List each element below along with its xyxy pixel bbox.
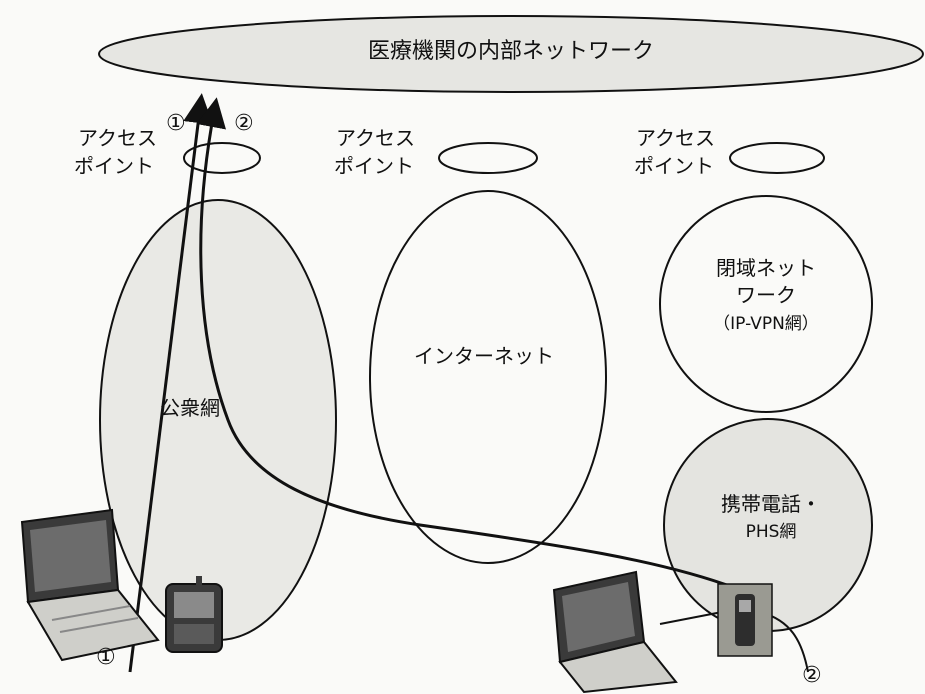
access-point-3-line2: ポイント [634, 154, 714, 178]
route-2-marker-bottom: ② [802, 663, 822, 688]
access-point-ellipse-1 [183, 142, 261, 174]
access-point-2-line2: ポイント [334, 154, 414, 178]
closed-network-label-line1: 閉域ネット [716, 256, 816, 280]
access-point-2-line1: アクセス [336, 126, 415, 150]
access-point-1-line2: ポイント [74, 154, 154, 178]
phone-left [165, 576, 223, 653]
closed-network-label-line3: （IP-VPN網） [713, 314, 819, 334]
internet-ellipse [369, 190, 607, 564]
mobile-network-label-line2: PHS網 [745, 522, 797, 542]
route-2-line [196, 97, 736, 590]
mobile-network-label-line1: 携帯電話・ [721, 492, 821, 516]
route-1-marker-top: ① [166, 111, 186, 136]
public-network-ellipse [99, 199, 337, 641]
laptop-to-phone-cable [659, 611, 723, 625]
access-point-ellipse-2 [438, 142, 538, 174]
internal-network-ellipse [98, 15, 924, 93]
public-network-label: 公衆網 [160, 396, 220, 420]
access-point-1-line1: アクセス [78, 126, 157, 150]
route-1-line [128, 93, 214, 673]
phone-right [717, 583, 773, 657]
laptop-left [20, 508, 160, 662]
route-2-marker-top: ② [234, 111, 254, 136]
route-1-marker-bottom: ① [96, 645, 116, 670]
access-point-3-line1: アクセス [636, 126, 715, 150]
laptop-right [552, 570, 678, 694]
internal-network-label: 医療機関の内部ネットワーク [368, 39, 655, 64]
internet-label: インターネット [414, 344, 554, 368]
closed-network-label-line2: ワーク [736, 283, 796, 307]
closed-network-circle [659, 195, 873, 413]
access-point-ellipse-3 [729, 142, 825, 174]
